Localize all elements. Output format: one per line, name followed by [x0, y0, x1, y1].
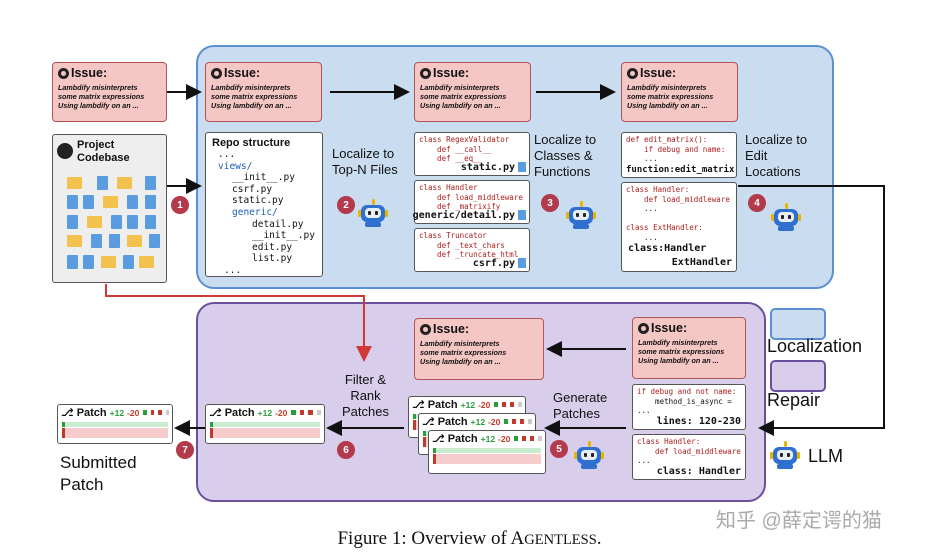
patch-icon: ⎇ — [412, 399, 425, 411]
step-label-localize-files: Localize to Top-N Files — [332, 146, 398, 177]
project-codebase-card: Project Codebase — [52, 134, 167, 283]
file-icon — [91, 234, 102, 248]
llm-robot-icon — [358, 198, 388, 228]
file-icon — [518, 258, 526, 268]
step-badge-3: 3 — [541, 194, 559, 212]
file-icon — [111, 215, 122, 229]
function-card-edit-matrix: def edit_matrix(): if debug and name: ..… — [621, 132, 737, 178]
github-issue-icon — [420, 323, 431, 335]
file-icon — [145, 215, 156, 229]
file-icon — [97, 176, 108, 190]
step-badge-6: 6 — [337, 441, 355, 459]
folder-icon — [87, 216, 102, 228]
patch-icon: ⎇ — [432, 433, 445, 445]
folder-icon — [127, 235, 142, 247]
patch-icon: ⎇ — [209, 407, 222, 419]
folder-icon — [101, 256, 116, 268]
llm-robot-icon — [771, 202, 801, 232]
github-issue-icon — [58, 67, 69, 79]
file-icon — [127, 195, 138, 209]
submitted-patch: ⎇Patch+12-20 — [57, 404, 173, 444]
step-label-filter-rank: Filter & Rank Patches — [342, 372, 389, 419]
folder-icon — [117, 177, 132, 189]
file-icon — [518, 162, 526, 172]
file-icon — [145, 176, 156, 190]
repo-structure-card: Repo structure ... views/ __init__.py cs… — [205, 132, 323, 277]
folder-icon — [139, 256, 154, 268]
llm-robot-icon — [566, 200, 596, 230]
file-icon — [67, 215, 78, 229]
file-card-static: class RegexValidator def __call__ def __… — [414, 132, 530, 176]
file-icon — [109, 234, 120, 248]
legend-llm-label: LLM — [808, 446, 844, 466]
file-icon — [127, 215, 138, 229]
step-badge-1: 1 — [171, 196, 189, 214]
step-label-localize-edits: Localize to Edit Locations — [745, 132, 808, 179]
file-card-generic-detail: class Handler def load_middleware def _m… — [413, 180, 530, 224]
file-icon — [67, 255, 78, 269]
step-badge-4: 4 — [748, 194, 766, 212]
github-issue-icon — [638, 322, 649, 334]
file-icon — [67, 195, 78, 209]
ranked-patch: ⎇Patch+12-20 — [205, 404, 325, 444]
edit-location-card-class: class Handler: def load_middleware ... c… — [632, 434, 746, 480]
watermark: 知乎 @薛定谔的猫 — [716, 510, 882, 532]
figure-caption: Figure 1: Overview of AGENTLESS. — [337, 528, 602, 549]
class-card-handler: class Handler: def load_middleware ... c… — [621, 182, 737, 272]
file-icon — [518, 210, 526, 220]
github-issue-icon — [420, 67, 431, 79]
github-issue-icon — [627, 67, 638, 79]
step-label-generate-patches: Generate Patches — [553, 390, 608, 421]
folder-icon — [67, 235, 82, 247]
submitted-patch-label: Submitted Patch — [60, 453, 137, 494]
legend-repair-label: Repair — [767, 390, 821, 410]
legend-repair-swatch — [770, 360, 826, 392]
step-label-localize-classes: Localize to Classes & Functions — [534, 132, 597, 179]
folder-icon — [103, 196, 118, 208]
patch-icon: ⎇ — [61, 407, 74, 419]
step-badge-2: 2 — [337, 196, 355, 214]
generated-patch-3: ⎇Patch+12-20 — [428, 430, 546, 474]
file-icon — [83, 255, 94, 269]
step-badge-7: 7 — [176, 441, 194, 459]
github-icon — [57, 143, 73, 159]
arrow-codebase-to-filter — [105, 284, 372, 362]
file-card-csrf: class Truncator def _text_chars def _tru… — [414, 228, 530, 272]
file-icon — [83, 195, 94, 209]
github-issue-icon — [211, 67, 222, 79]
arrow-loc-to-repair — [738, 185, 885, 436]
legend-llm-robot-icon — [770, 440, 800, 470]
llm-robot-icon — [574, 440, 604, 470]
legend-localization-swatch — [770, 308, 826, 340]
folder-icon — [67, 177, 82, 189]
legend-localization-label: Localization — [767, 336, 863, 356]
file-icon — [149, 234, 160, 248]
edit-location-card-lines: if debug and not name: method_is_async =… — [632, 384, 746, 430]
file-icon — [123, 255, 134, 269]
file-icon — [145, 195, 156, 209]
patch-icon: ⎇ — [422, 416, 435, 428]
step-badge-5: 5 — [550, 440, 568, 458]
